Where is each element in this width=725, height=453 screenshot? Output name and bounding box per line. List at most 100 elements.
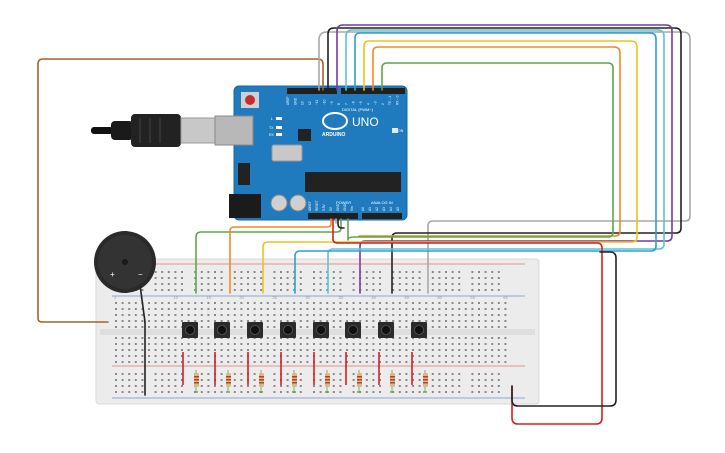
usb-port: [214, 115, 254, 146]
power-header: [308, 213, 358, 219]
wire-buzzer-leg: [139, 284, 146, 323]
column-number: 35: [338, 295, 343, 300]
analog-header: [362, 213, 402, 219]
buzzer-minus-label: −: [138, 270, 143, 279]
push-button: [214, 322, 230, 338]
resistor: [280, 352, 297, 393]
resistors: [182, 352, 428, 393]
power-analog-pin-label: GND: [343, 203, 347, 211]
column-number: 15: [206, 295, 211, 300]
resistor: [378, 352, 395, 393]
wire-red-5v: [332, 218, 603, 425]
digital-label: DIGITAL (PWM~): [342, 107, 374, 112]
push-button: [247, 322, 263, 338]
push-buttons: [182, 322, 427, 338]
digital-pin-label: ~5: [359, 101, 363, 105]
on-label: ON: [398, 129, 404, 133]
digital-pin-label: ~10: [323, 99, 327, 105]
digital-pin-label: GND: [293, 97, 297, 105]
wire-blue-top: [294, 32, 657, 294]
resistor: [345, 352, 362, 393]
power-analog-pin-label: Vin: [350, 206, 354, 211]
column-number: 30: [305, 295, 310, 300]
digital-pin-label: TX→1: [388, 96, 392, 105]
digital-header-right: [341, 88, 405, 94]
power-analog-pin-label: GND: [336, 203, 340, 211]
digital-pin-label: ~6: [352, 101, 356, 105]
digital-pin-label: AREF: [286, 96, 290, 105]
wire-orange-top: [358, 46, 621, 237]
power-analog-pin-label: RESET: [315, 200, 319, 211]
wires: [37, 24, 691, 425]
power-analog-pin-label: A5: [396, 207, 400, 211]
wire-cyan-top: [327, 29, 665, 294]
resistor: [313, 352, 330, 393]
logo-text: ARDUINO: [322, 132, 345, 138]
digital-header-left: [287, 88, 337, 94]
resistor: [214, 352, 231, 393]
resistor: [182, 352, 199, 393]
digital-pin-label: ~9: [330, 101, 334, 105]
column-number: 40: [371, 295, 376, 300]
board-model: UNO: [352, 115, 379, 129]
column-number: 50: [437, 295, 442, 300]
digital-pin-label: 13: [301, 101, 305, 105]
power-analog-pin-label: A3: [382, 207, 386, 211]
column-number: 55: [470, 295, 475, 300]
push-button: [313, 322, 329, 338]
push-button: [345, 322, 361, 338]
column-number: 1: [114, 295, 117, 300]
analog-label: ANALOG IN: [371, 200, 393, 205]
digital-pin-label: 12: [308, 101, 312, 105]
power-analog-pin-label: A2: [375, 207, 379, 211]
usb-cable: [91, 114, 218, 147]
digital-pin-label: 2: [381, 103, 385, 105]
digital-pin-label: RX←0: [396, 95, 400, 105]
push-button: [182, 322, 198, 338]
column-number: 20: [239, 295, 244, 300]
digital-pin-label: 4: [366, 103, 370, 105]
column-number: 45: [404, 295, 409, 300]
column-number: 25: [272, 295, 277, 300]
dc-power-jack: [229, 194, 261, 218]
wire-orange-bottom: [229, 218, 332, 294]
wire-black-gnd: [337, 218, 345, 229]
wire-black-gnd-return: [511, 251, 617, 407]
digital-pin-label: ~11: [315, 100, 319, 105]
column-number: 10: [173, 295, 178, 300]
resistor: [247, 352, 264, 393]
power-analog-pin-label: IOREF: [308, 201, 312, 211]
wire-green-bottom: [195, 218, 342, 294]
push-button: [378, 322, 394, 338]
power-analog-pin-label: 5V: [329, 206, 333, 211]
piezo-buzzer: + −: [94, 231, 156, 293]
digital-pin-label: 8: [337, 103, 341, 105]
arduino-uno-board: ARDUINO UNO DIGITAL (PWM~) POWER ANALOG …: [214, 85, 408, 221]
microcontroller-chip: [305, 172, 401, 192]
arduino-logo-icon: [322, 112, 348, 130]
digital-pin-label: ~3: [374, 101, 378, 105]
power-analog-pin-label: 3.3V: [322, 204, 326, 211]
wire-green-top: [347, 62, 614, 241]
digital-pin-label: 7: [344, 103, 348, 105]
wire-black-top: [327, 27, 682, 294]
column-number: 60: [503, 295, 508, 300]
push-button: [280, 322, 296, 338]
tx-label: TX: [269, 126, 274, 130]
rx-label: RX: [269, 133, 275, 137]
push-button: [411, 322, 427, 338]
power-analog-pin-label: A0: [361, 207, 365, 211]
power-analog-pin-label: A1: [368, 207, 372, 211]
buzzer-plus-label: +: [110, 270, 115, 279]
wire-yellow-top: [262, 40, 638, 294]
wire-buzzer-brown: [37, 58, 324, 323]
resistor: [411, 352, 428, 393]
power-label: POWER: [336, 200, 351, 205]
wire-gray-top-1: [318, 31, 691, 294]
power-analog-pin-label: A4: [389, 207, 393, 211]
l-label: L: [271, 117, 273, 121]
